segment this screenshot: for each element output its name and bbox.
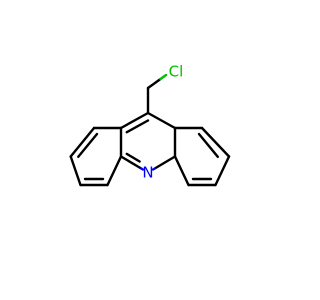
bond-c11-n-colored — [151, 167, 157, 171]
bond-n-c6-inner — [125, 152, 141, 163]
bond-c9-c10 — [146, 111, 177, 130]
bond-n-c6-colored — [139, 167, 145, 171]
bond-c13-c14 — [214, 155, 231, 187]
bond-c5-c6 — [106, 155, 123, 187]
bond-c1-c9-inner — [125, 119, 150, 134]
chlorine-atom-label: Cl — [169, 63, 184, 81]
chloromethyl-substituent: Cl — [146, 63, 184, 115]
structure-canvas: Cl N — [69, 62, 231, 187]
bond-c12-c13-inner — [197, 132, 220, 159]
acridine-core — [69, 111, 231, 187]
nitrogen-atom-label: N — [142, 164, 153, 182]
bond-c15-c11 — [173, 155, 190, 187]
bond-c3-c4 — [69, 155, 82, 187]
bond-c1-c9 — [119, 111, 150, 130]
bond-ch2-cl-colored — [159, 73, 168, 81]
bond-c2-c3-inner — [77, 132, 99, 159]
bond-ch2-cl — [146, 77, 162, 90]
structure-svg: Cl N — [69, 63, 231, 187]
bond-c2-c3 — [69, 126, 96, 158]
bond-c11-n — [153, 155, 177, 170]
bond-c12-c13 — [200, 126, 231, 158]
bond-n-c6 — [119, 155, 143, 170]
